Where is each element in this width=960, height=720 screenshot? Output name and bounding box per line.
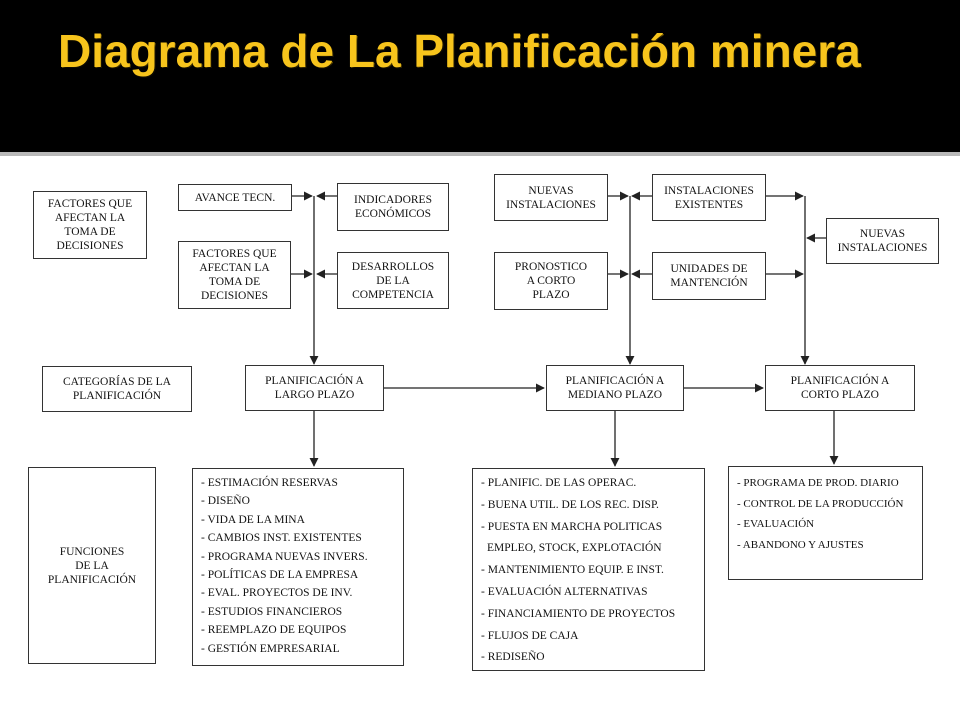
box-desarrollos-competencia: DESARROLLOS DE LA COMPETENCIA xyxy=(337,252,449,309)
box-categorias-label: CATEGORÍAS DE LA PLANIFICACIÓN xyxy=(63,376,171,402)
list-item: - REDISEÑO xyxy=(481,651,545,664)
list-item: - DISEÑO xyxy=(201,495,250,508)
list-item: - EVALUACIÓN xyxy=(737,518,815,530)
list-funciones-mediano: - PLANIFIC. DE LAS OPERAC. - BUENA UTIL.… xyxy=(472,468,705,671)
box-categorias: CATEGORÍAS DE LA PLANIFICACIÓN xyxy=(42,366,192,412)
box-plan-largo-label: PLANIFICACIÓN A LARGO PLAZO xyxy=(265,375,364,401)
list-item: - PLANIFIC. DE LAS OPERAC. xyxy=(481,477,637,489)
list-funciones-corto: - PROGRAMA DE PROD. DIARIO - CONTROL DE … xyxy=(728,466,923,580)
list-item: - POLÍTICAS DE LA EMPRESA xyxy=(201,568,359,581)
box-indicadores-economicos: INDICADORES ECONÓMICOS xyxy=(337,183,449,231)
list-funciones-largo-items: - ESTIMACIÓN RESERVAS - DISEÑO - VIDA DE… xyxy=(201,474,395,658)
box-factores-left-label: FACTORES QUE AFECTAN LA TOMA DE DECISION… xyxy=(47,198,133,252)
diagram-connectors xyxy=(291,191,839,467)
box-funciones-label: FUNCIONES DE LA PLANIFICACIÓN xyxy=(47,545,137,586)
box-nuevas-instalaciones-mediano: NUEVAS INSTALACIONES xyxy=(494,174,608,221)
box-avance-tecn-label: AVANCE TECN. xyxy=(194,191,276,204)
box-plan-corto: PLANIFICACIÓN A CORTO PLAZO xyxy=(765,365,915,411)
title-bar: Diagrama de La Planificación minera xyxy=(0,0,960,152)
title-divider xyxy=(0,152,960,156)
list-item: - ESTUDIOS FINANCIEROS xyxy=(201,605,343,618)
list-funciones-largo: - ESTIMACIÓN RESERVAS - DISEÑO - VIDA DE… xyxy=(192,468,404,666)
list-item: - FLUJOS DE CAJA xyxy=(481,629,579,642)
box-nuevas-instalaciones-mediano-label: NUEVAS INSTALACIONES xyxy=(506,184,596,211)
list-item: - EVAL. PROYECTOS DE INV. xyxy=(201,587,353,600)
list-item: - PUESTA EN MARCHA POLITICAS xyxy=(481,520,663,533)
box-nuevas-instalaciones-corto-label: NUEVAS INSTALACIONES xyxy=(837,228,928,254)
box-pronostico-corto-plazo-label: PRONOSTICO A CORTO PLAZO xyxy=(514,261,588,301)
list-item: - EVALUACIÓN ALTERNATIVAS xyxy=(481,585,648,598)
list-item: - CONTROL DE LA PRODUCCIÓN xyxy=(737,497,904,510)
box-factores-largo-label: FACTORES QUE AFECTAN LA TOMA DE DECISION… xyxy=(192,248,277,302)
box-unidades-mantencion-label: UNIDADES DE MANTENCIÓN xyxy=(670,263,748,289)
list-funciones-mediano-items: - PLANIFIC. DE LAS OPERAC. - BUENA UTIL.… xyxy=(481,473,696,669)
list-item: - VIDA DE LA MINA xyxy=(201,513,305,526)
list-item: - MANTENIMIENTO EQUIP. E INST. xyxy=(481,564,664,577)
list-item: - ABANDONO Y AJUSTES xyxy=(737,538,864,551)
box-desarrollos-competencia-label: DESARROLLOS DE LA COMPETENCIA xyxy=(351,260,435,301)
box-pronostico-corto-plazo: PRONOSTICO A CORTO PLAZO xyxy=(494,252,608,310)
box-factores-left: FACTORES QUE AFECTAN LA TOMA DE DECISION… xyxy=(33,191,147,259)
list-item: - GESTIÓN EMPRESARIAL xyxy=(201,642,340,655)
box-indicadores-economicos-label: INDICADORES ECONÓMICOS xyxy=(354,194,432,220)
list-item: - PROGRAMA NUEVAS INVERS. xyxy=(201,550,368,563)
box-funciones: FUNCIONES DE LA PLANIFICACIÓN xyxy=(28,467,156,664)
box-unidades-mantencion: UNIDADES DE MANTENCIÓN xyxy=(652,252,766,300)
box-nuevas-instalaciones-corto: NUEVAS INSTALACIONES xyxy=(826,218,939,264)
list-item: - FINANCIAMIENTO DE PROYECTOS xyxy=(481,607,676,620)
list-item: - PROGRAMA DE PROD. DIARIO xyxy=(737,477,899,489)
box-instalaciones-existentes: INSTALACIONES EXISTENTES xyxy=(652,174,766,221)
box-avance-tecn: AVANCE TECN. xyxy=(178,184,292,211)
diagram-area: FACTORES QUE AFECTAN LA TOMA DE DECISION… xyxy=(0,156,960,720)
list-item: - CAMBIOS INST. EXISTENTES xyxy=(201,532,362,545)
box-plan-mediano: PLANIFICACIÓN A MEDIANO PLAZO xyxy=(546,365,684,411)
list-item: - REEMPLAZO DE EQUIPOS xyxy=(201,624,347,637)
slide-title: Diagrama de La Planificación minera xyxy=(58,25,861,77)
box-instalaciones-existentes-label: INSTALACIONES EXISTENTES xyxy=(664,184,754,211)
list-item: - ESTIMACIÓN RESERVAS xyxy=(201,477,338,489)
box-plan-corto-label: PLANIFICACIÓN A CORTO PLAZO xyxy=(790,375,890,401)
box-plan-largo: PLANIFICACIÓN A LARGO PLAZO xyxy=(245,365,384,411)
list-funciones-corto-items: - PROGRAMA DE PROD. DIARIO - CONTROL DE … xyxy=(737,473,914,555)
list-item: EMPLEO, STOCK, EXPLOTACIÓN xyxy=(487,542,662,555)
box-factores-largo: FACTORES QUE AFECTAN LA TOMA DE DECISION… xyxy=(178,241,291,309)
box-plan-mediano-label: PLANIFICACIÓN A MEDIANO PLAZO xyxy=(565,375,665,401)
list-item: - BUENA UTIL. DE LOS REC. DISP. xyxy=(481,498,659,511)
